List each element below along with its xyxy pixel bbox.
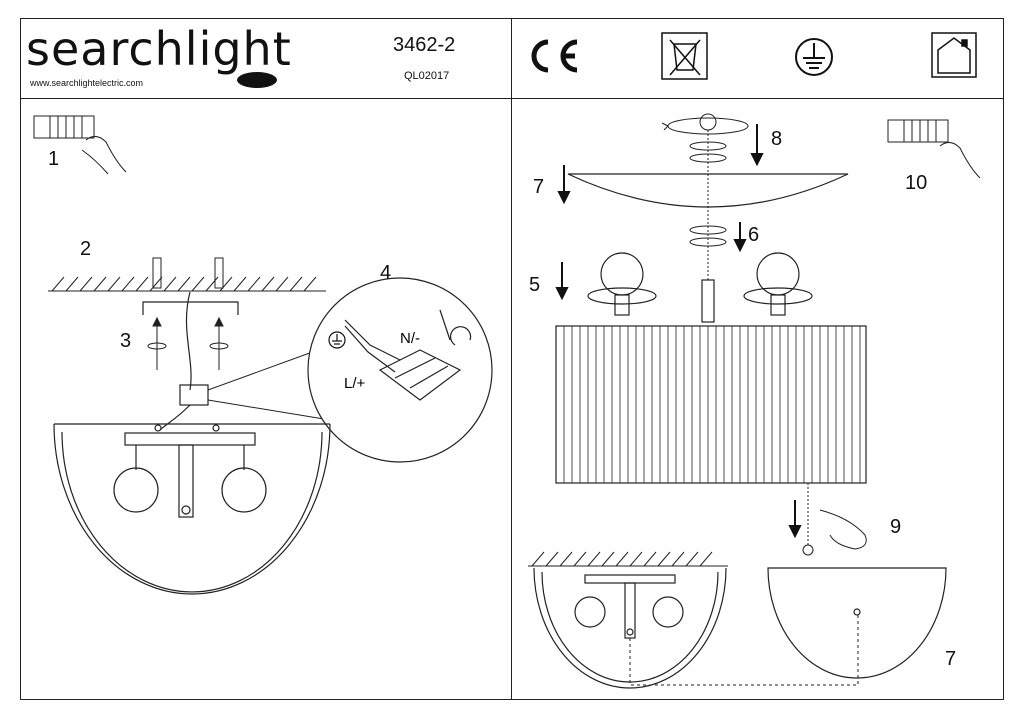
step-7-bottom: 7 (945, 648, 957, 670)
screws (147, 316, 229, 370)
earth-ground-icon (795, 38, 833, 76)
mounting-bracket (142, 301, 239, 315)
finial-rotate (661, 113, 749, 135)
screwdriver-arrow (439, 309, 451, 341)
terminal-block-detail (378, 349, 462, 401)
indoor-use-icon (931, 32, 977, 78)
step-1: 1 (48, 148, 60, 170)
pull-chain-knob (802, 544, 814, 556)
pleated-shade (555, 325, 867, 484)
threaded-rod (701, 279, 715, 323)
weee-bin-icon (661, 32, 708, 80)
rotate-arrow-icon (449, 326, 472, 346)
wall-plugs (152, 257, 224, 289)
terminal-block-hand-icon (33, 115, 127, 175)
product-code: 3462-2 (393, 34, 456, 56)
wiring-detail-circle (307, 277, 493, 463)
step-7-top: 7 (533, 176, 545, 198)
bulb-right-icon (743, 252, 813, 316)
neutral-label: N/- (400, 330, 420, 347)
page-frame (20, 18, 1004, 700)
connector-block-small (179, 384, 209, 406)
down-arrows (555, 124, 802, 539)
ceiling-hatch-left (48, 276, 326, 292)
glass-bowl-bottom (767, 567, 947, 679)
header-divider (20, 98, 1004, 99)
document-code: QL02017 (404, 70, 450, 82)
fitting-installed (533, 567, 727, 689)
washers-middle (689, 225, 727, 247)
step-5: 5 (529, 274, 541, 296)
callout-line-bottom (207, 399, 331, 421)
step-10: 10 (905, 172, 928, 194)
website-text: www.searchlightelectric.com (30, 78, 144, 88)
supply-cable (185, 291, 192, 391)
hand-pointer-icon (819, 509, 867, 550)
panel-divider (511, 18, 512, 700)
live-label: L/+ (344, 375, 366, 392)
brand-logo-text: searchlight (26, 22, 292, 76)
glass-diffuser-top (567, 173, 849, 208)
terminal-block-hand-icon-right (887, 119, 981, 179)
fixture-cable (159, 404, 191, 431)
step-9: 9 (890, 516, 902, 538)
assembly-guide-dashed (629, 612, 859, 686)
step-3: 3 (120, 330, 132, 352)
ce-mark-icon (531, 39, 578, 73)
wires-detail (344, 319, 401, 373)
ceiling-fitting-left (53, 423, 331, 595)
logo-swoosh-icon (237, 72, 277, 88)
bulb-left-icon (587, 252, 657, 316)
step-2: 2 (80, 238, 92, 260)
callout-line-top (207, 349, 319, 391)
ceiling-hatch-right (528, 551, 728, 567)
step-4: 4 (380, 262, 392, 284)
step-6: 6 (748, 224, 760, 246)
step-8: 8 (771, 128, 783, 150)
earth-symbol-small (328, 331, 346, 349)
